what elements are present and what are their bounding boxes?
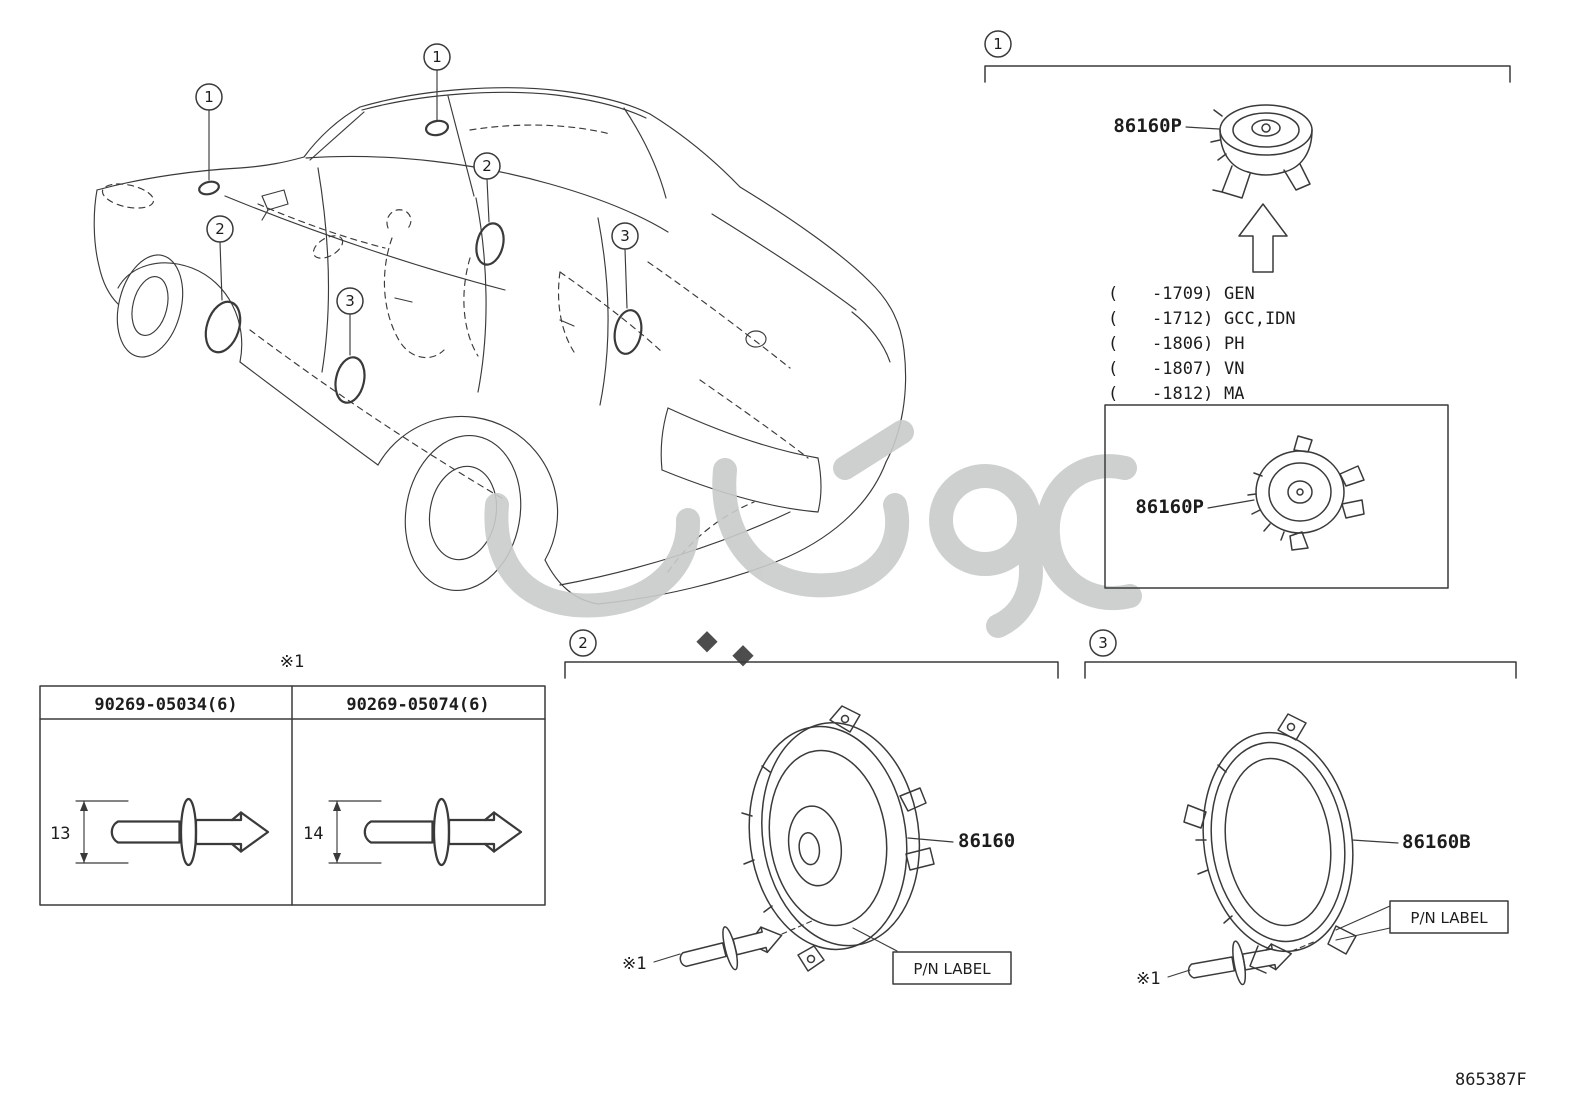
speaker-location-rear-door-right [613, 309, 643, 355]
callout-3-left-number: 3 [345, 292, 355, 310]
rear-wheel [404, 434, 522, 592]
section-2-callout-circle [569, 629, 597, 657]
callout-2-left-number: 2 [215, 220, 225, 238]
callout-2-right: 2 [473, 152, 505, 266]
date-code-row: ( -1806) PH [1108, 334, 1244, 354]
speaker-location-tweeter-right [424, 119, 450, 137]
date-code-market: GCC,IDN [1224, 309, 1296, 329]
section-tweeter: 1 86160P ( -1709) GEN ( [984, 30, 1511, 589]
section-1-bracket [984, 65, 1511, 83]
note-leader-rear [1167, 969, 1191, 978]
note-leader-front [653, 953, 681, 963]
section-1-callout-circle [984, 30, 1012, 58]
callout-3-right: 3 [611, 222, 643, 355]
callout-3-left: 3 [334, 287, 366, 404]
vehicle-illustration [93, 87, 907, 605]
date-code-row: ( -1812) MA [1108, 384, 1244, 404]
date-code-open: ( [1108, 284, 1118, 304]
date-code-row: ( -1807) VN [1108, 359, 1244, 379]
section-3-callout-circle [1089, 629, 1117, 657]
speaker-location-front-door-left [204, 300, 242, 354]
rivet-illustration-2 [363, 797, 523, 867]
rivet-illustration-front [674, 913, 788, 983]
date-code-open: ( [1108, 334, 1118, 354]
date-code-value: -1709) [1152, 284, 1213, 304]
tweeter-variant-box [1104, 404, 1449, 589]
rivet-part-number-1: 90269-05034(6) [94, 695, 237, 715]
speaker-location-rear-door-left [334, 356, 366, 404]
callout-1-left: 1 [195, 83, 223, 196]
pn-label-rear: P/N LABEL [1410, 909, 1488, 927]
rear-door-speaker-illustration [1183, 713, 1357, 974]
callout-2-left: 2 [204, 215, 242, 354]
callout-1-right: 1 [423, 43, 451, 137]
callout-1-right-number: 1 [432, 48, 442, 66]
rivet-dashed-leader-rear [1291, 940, 1317, 952]
rivet-cell-1: 13 [50, 797, 270, 867]
part-label-front-door-speaker: 86160 [958, 830, 1015, 852]
up-arrow-icon [1238, 203, 1288, 273]
section-2-callout-number: 2 [578, 634, 588, 652]
rivet-dimension-2: 14 [303, 824, 323, 844]
rivet-dimension-1: 13 [50, 824, 70, 844]
part-label-tweeter-main: 86160P [1113, 115, 1182, 137]
date-code-market: GEN [1224, 284, 1255, 304]
section-3-bracket [1084, 661, 1517, 679]
pn-label-box-front [892, 951, 1012, 985]
tweeter-speaker-illustration [1210, 104, 1313, 199]
date-code-value: -1712) [1152, 309, 1213, 329]
front-door-speaker-illustration [741, 705, 935, 972]
callout-3-right-number: 3 [620, 227, 630, 245]
rivet-cell-2: 14 [303, 797, 523, 867]
pn-label-box-rear [1389, 900, 1509, 934]
rivet-table-note: ※1 [280, 652, 304, 672]
dimension-lines-2 [328, 800, 382, 864]
date-code-market: VN [1224, 359, 1244, 379]
leader-tweeter-main [1185, 126, 1220, 130]
document-code: 865387F [1455, 1070, 1527, 1090]
date-code-market: MA [1224, 384, 1244, 404]
leader-tweeter-boxed [1207, 499, 1255, 509]
leader-front-door-speaker [907, 837, 954, 843]
speaker-location-front-door-right [475, 222, 505, 266]
watermark-logo [484, 420, 1142, 667]
rivet-illustration-1 [110, 797, 270, 867]
tweeter-variant-illustration [1247, 435, 1365, 551]
section-1-callout-number: 1 [993, 35, 1003, 53]
callout-1-left-number: 1 [204, 88, 214, 106]
rivet-dashed-leader-front [781, 920, 813, 935]
date-code-row: ( -1709) GEN [1108, 284, 1255, 304]
leader-rear-door-speaker [1351, 839, 1399, 844]
date-code-open: ( [1108, 384, 1118, 404]
date-code-row: ( -1712) GCC,IDN [1108, 309, 1296, 329]
section-rear-door-speaker: 3 86160B P/N LABEL ※1 [1084, 629, 1517, 995]
part-label-rear-door-speaker: 86160B [1402, 831, 1471, 853]
callout-2-right-number: 2 [482, 157, 492, 175]
speaker-location-tweeter-left [198, 180, 220, 196]
leader-pn-label-rear-2 [1335, 927, 1391, 941]
dimension-lines-1 [75, 800, 129, 864]
section-3-callout-number: 3 [1098, 634, 1108, 652]
part-label-tweeter-boxed: 86160P [1135, 496, 1204, 518]
brand-emblem [745, 330, 767, 348]
vehicle-callouts: 1 1 2 2 3 [195, 43, 643, 404]
date-code-open: ( [1108, 309, 1118, 329]
date-code-open: ( [1108, 359, 1118, 379]
section-front-door-speaker: 2 86160 P/N LABEL ※1 [564, 629, 1059, 985]
section-2-bracket [564, 661, 1059, 679]
note-marker-front: ※1 [622, 954, 646, 974]
leader-pn-label-front [852, 927, 898, 952]
rivet-table: ※1 90269-05034(6) 90269-05074(6) 13 14 [39, 652, 546, 906]
leader-pn-label-rear-1 [1335, 905, 1391, 931]
date-code-list: ( -1709) GEN ( -1712) GCC,IDN ( -1806) P… [1108, 284, 1296, 404]
pn-label-front: P/N LABEL [913, 960, 991, 978]
date-code-value: -1812) [1152, 384, 1213, 404]
rivet-part-number-2: 90269-05074(6) [346, 695, 489, 715]
note-marker-rear: ※1 [1136, 969, 1160, 989]
date-code-value: -1807) [1152, 359, 1213, 379]
date-code-market: PH [1224, 334, 1244, 354]
front-wheel [116, 254, 184, 358]
date-code-value: -1806) [1152, 334, 1213, 354]
